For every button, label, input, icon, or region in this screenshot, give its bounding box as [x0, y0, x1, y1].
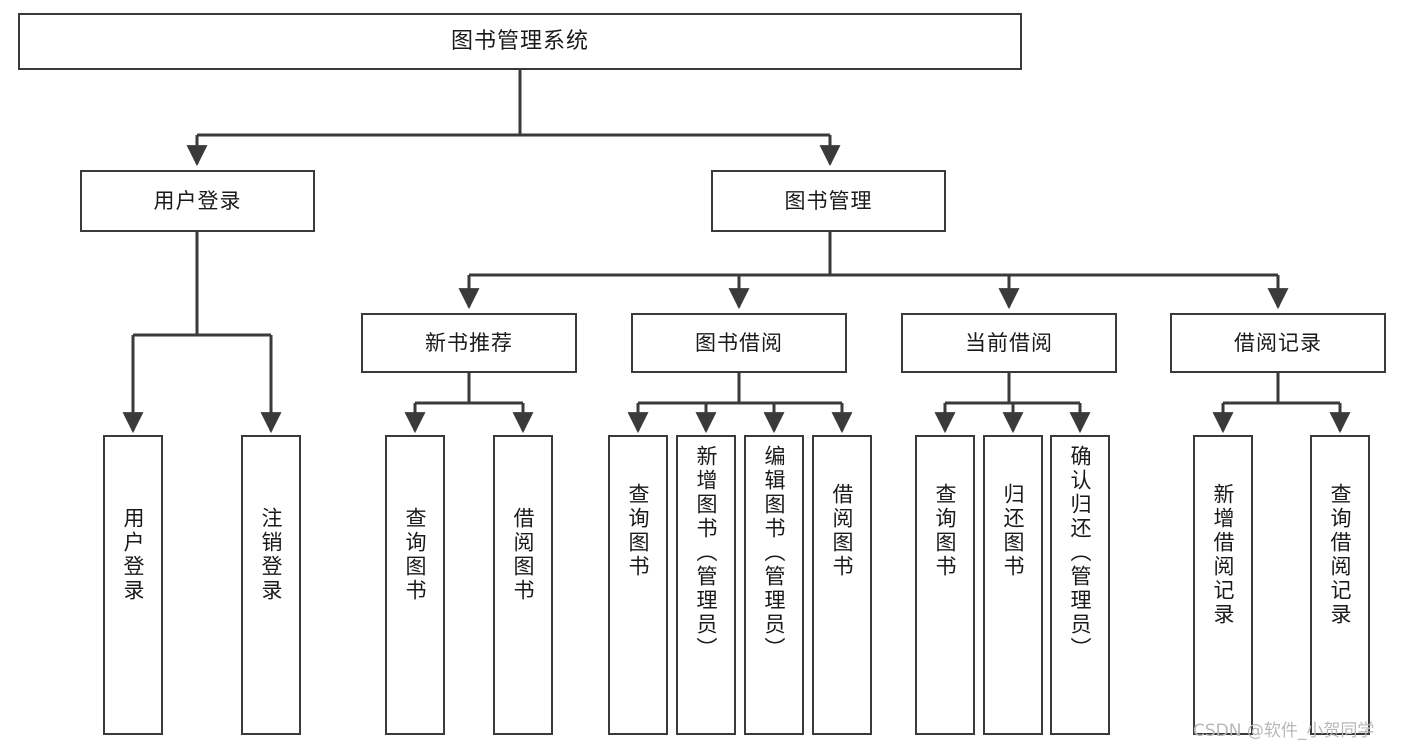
node-borrow-record[interactable]: 借阅记录 — [1170, 313, 1386, 373]
leaf-current-borrow-return[interactable]: 归还图书 — [983, 435, 1043, 735]
node-book-management[interactable]: 图书管理 — [711, 170, 946, 232]
node-label: 新增图书（管理员） — [694, 445, 719, 661]
node-label: 当前借阅 — [965, 330, 1053, 355]
node-label: 新增借阅记录 — [1211, 483, 1236, 627]
leaf-new-book-query[interactable]: 查询图书 — [385, 435, 445, 735]
node-label: 查询图书 — [626, 483, 651, 579]
leaf-book-borrow-add[interactable]: 新增图书（管理员） — [676, 435, 736, 735]
leaf-new-book-borrow[interactable]: 借阅图书 — [493, 435, 553, 735]
node-label: 用户登录 — [153, 188, 242, 213]
node-user-login[interactable]: 用户登录 — [80, 170, 315, 232]
node-label: 编辑图书（管理员） — [762, 445, 787, 661]
node-new-book-recommend[interactable]: 新书推荐 — [361, 313, 577, 373]
node-label: 确认归还（管理员） — [1068, 445, 1093, 661]
node-label: 用户登录 — [121, 507, 146, 603]
node-label: 借阅图书 — [511, 507, 536, 603]
node-label: 新书推荐 — [425, 330, 513, 355]
csdn-watermark: CSDN @软件_小贺同学 — [1193, 721, 1375, 741]
node-label: 查询图书 — [933, 483, 958, 579]
leaf-user-login-login[interactable]: 用户登录 — [103, 435, 163, 735]
leaf-book-borrow-borrow[interactable]: 借阅图书 — [812, 435, 872, 735]
leaf-book-borrow-query[interactable]: 查询图书 — [608, 435, 668, 735]
node-current-borrow[interactable]: 当前借阅 — [901, 313, 1117, 373]
node-label: 查询借阅记录 — [1328, 483, 1353, 627]
leaf-user-login-logout[interactable]: 注销登录 — [241, 435, 301, 735]
node-label: 注销登录 — [259, 507, 284, 603]
node-label: 借阅图书 — [830, 483, 855, 579]
node-label: 借阅记录 — [1234, 330, 1322, 355]
node-label: 图书借阅 — [695, 330, 783, 355]
node-label: 图书管理系统 — [450, 28, 589, 54]
leaf-book-borrow-edit[interactable]: 编辑图书（管理员） — [744, 435, 804, 735]
node-label: 图书管理 — [784, 188, 873, 213]
leaf-current-borrow-query[interactable]: 查询图书 — [915, 435, 975, 735]
node-label: 查询图书 — [403, 507, 428, 603]
node-label: 归还图书 — [1001, 483, 1026, 579]
node-book-borrow[interactable]: 图书借阅 — [631, 313, 847, 373]
node-root-system[interactable]: 图书管理系统 — [18, 13, 1022, 70]
leaf-current-borrow-confirm-return[interactable]: 确认归还（管理员） — [1050, 435, 1110, 735]
leaf-borrow-record-add[interactable]: 新增借阅记录 — [1193, 435, 1253, 735]
leaf-borrow-record-query[interactable]: 查询借阅记录 — [1310, 435, 1370, 735]
